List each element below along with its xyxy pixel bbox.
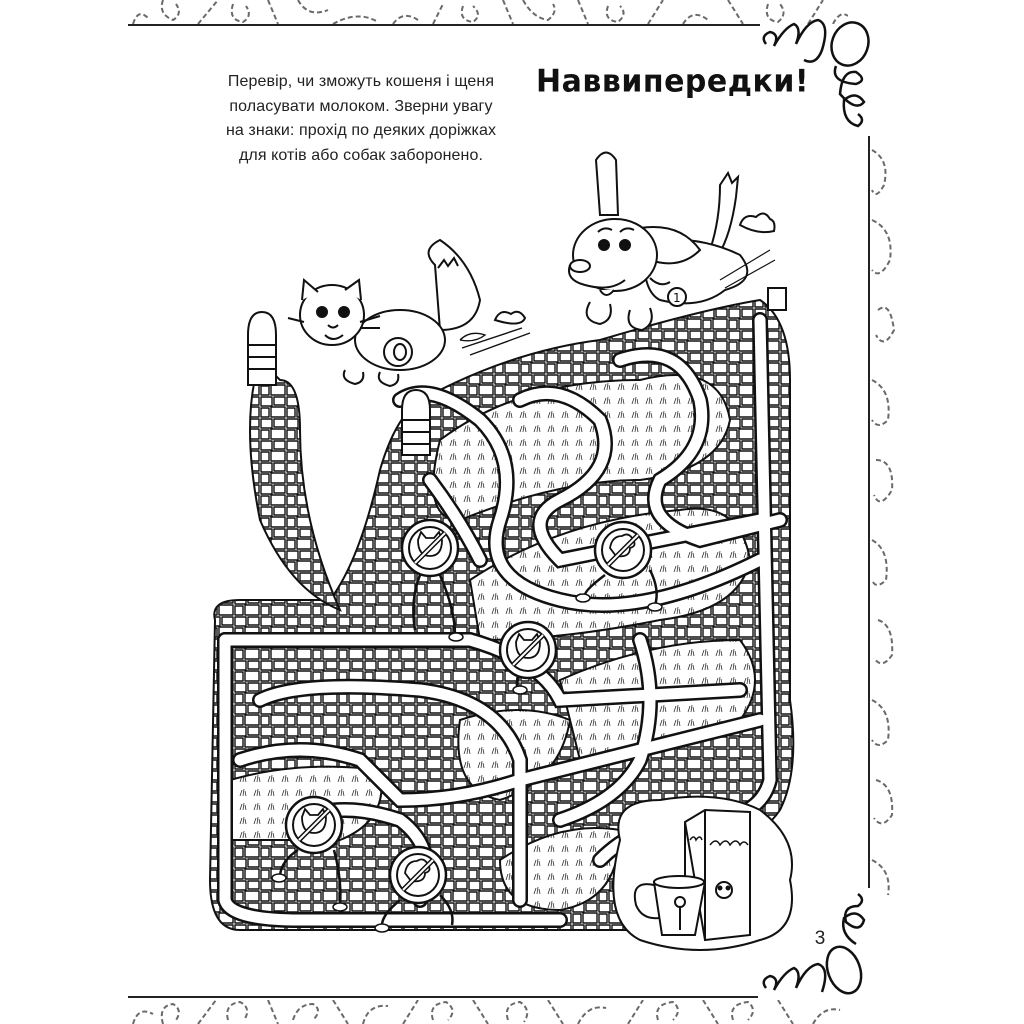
decorative-border-top [132,0,848,24]
kitten-illustration [287,238,531,388]
decorative-border-right [871,149,896,896]
no-dogs-sign-icon [575,520,663,612]
striped-post-left-icon [247,310,277,386]
instructions-line: Перевір, чи зможуть кошеня і щеня [227,73,495,90]
flourish-top-right-icon [762,18,870,128]
decorative-border-bottom [132,1000,841,1024]
milk-carton-icon [683,808,751,942]
puppy-illustration: 1 [568,151,776,332]
no-cats-sign-icon [498,620,558,695]
top-border-line [128,24,760,26]
instructions-line: на знаки: прохід по деяких доріжках [225,122,497,139]
flourish-bottom-right-icon [762,893,866,995]
page-number: 3 [814,928,826,949]
instructions-text: Перевір, чи зможуть кошеня і щеня поласу… [196,70,526,168]
cup-icon [633,875,707,936]
right-border-line [868,136,870,888]
no-dogs-sign-icon [374,845,454,933]
instructions-line: для котів або собак заборонено. [238,146,484,164]
no-cats-sign-icon [271,795,348,912]
striped-post-center-icon [401,388,431,456]
instructions-line: поласувати молоком. Зверни увагу [229,97,493,115]
milk-goal-area [612,795,793,951]
puppy-tag-number: 1 [673,291,681,305]
maze-illustration: 1 [208,151,795,951]
bottom-border-line [128,996,758,998]
page-title: Наввипередки! [536,63,810,100]
no-cats-sign-icon [400,518,464,642]
chimney-post-icon [767,287,787,311]
